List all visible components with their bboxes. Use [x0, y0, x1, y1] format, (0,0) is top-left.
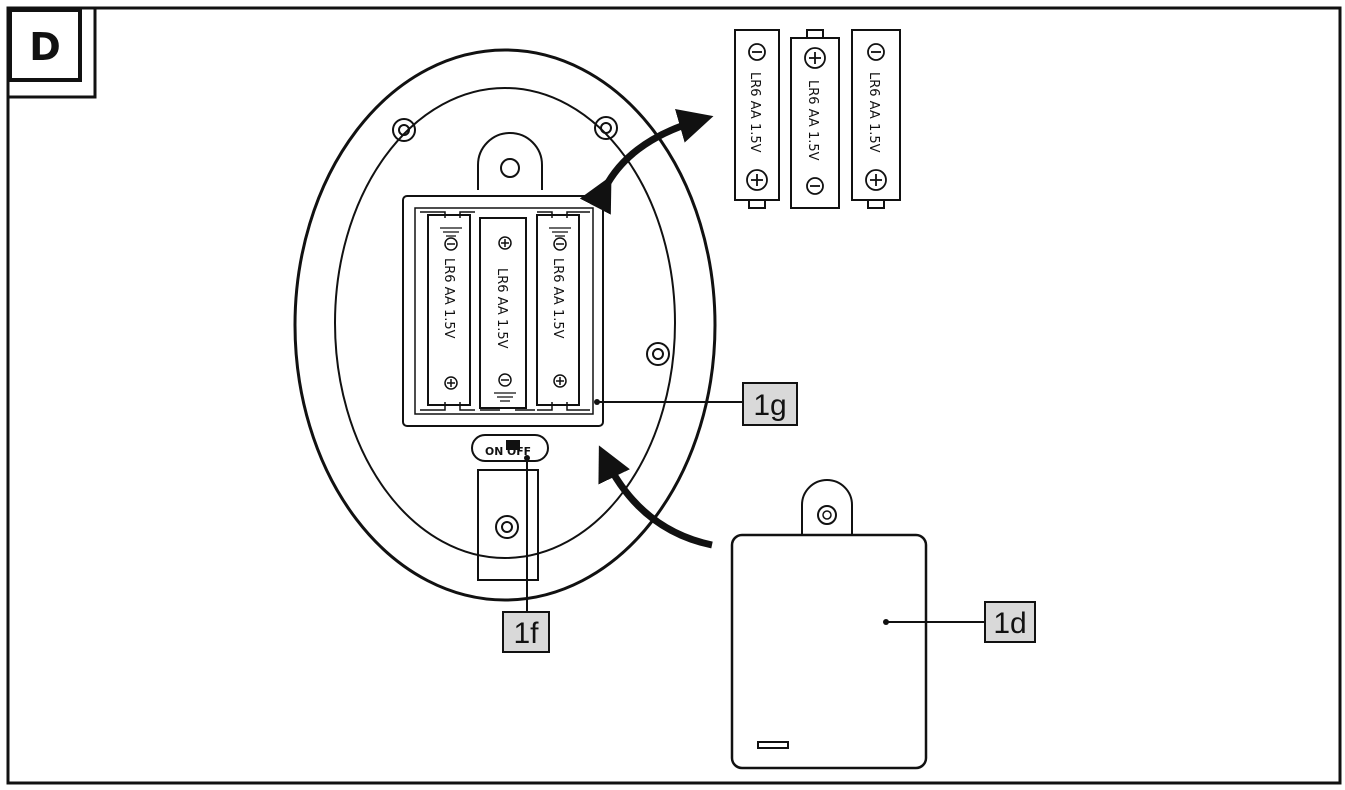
section-letter: D — [29, 25, 61, 69]
battery-type-label: LR6 AA 1.5V — [441, 258, 456, 339]
plus-terminal-icon — [553, 374, 567, 388]
installed-battery: LR6 AA 1.5V — [427, 214, 471, 406]
callout-1f: 1f — [502, 455, 550, 653]
installed-battery: LR6 AA 1.5V — [479, 217, 527, 409]
minus-terminal-icon — [748, 43, 766, 61]
switch-slider[interactable] — [506, 440, 520, 450]
battery-type-label: LR6 AA 1.5V — [494, 268, 509, 349]
callout-1d: 1d — [883, 601, 1036, 643]
plus-terminal-icon — [444, 376, 458, 390]
spring-contact — [440, 227, 571, 402]
loose-battery: LR6 AA 1.5V — [790, 29, 840, 209]
callout-label: 1d — [993, 607, 1026, 640]
hanging-tab — [477, 132, 543, 190]
plus-terminal-icon — [865, 169, 887, 191]
minus-terminal-icon — [806, 177, 824, 195]
loose-battery: LR6 AA 1.5V — [734, 29, 780, 209]
minus-terminal-icon — [553, 237, 567, 251]
figure-frame — [6, 6, 1342, 785]
battery-cover — [730, 479, 928, 770]
screw-icon — [495, 515, 519, 539]
minus-terminal-icon — [498, 373, 512, 387]
curved-arrow-icon — [598, 445, 713, 549]
plus-terminal-icon — [498, 236, 512, 250]
battery-type-label: LR6 AA 1.5V — [805, 80, 820, 161]
cover-slot — [757, 741, 789, 749]
loose-battery: LR6 AA 1.5V — [851, 29, 901, 209]
on-off-switch[interactable]: ON OFF — [471, 434, 549, 462]
callout-label: 1f — [513, 617, 539, 650]
battery-type-label: LR6 AA 1.5V — [550, 258, 565, 339]
battery-type-label: LR6 AA 1.5V — [747, 72, 762, 153]
callout-label: 1g — [753, 389, 786, 422]
plus-terminal-icon — [746, 169, 768, 191]
curved-arrow-icon — [579, 108, 714, 215]
battery-compartment: LR6 AA 1.5V LR6 AA 1.5V LR6 AA 1.5V — [402, 195, 604, 427]
plus-terminal-icon — [804, 47, 826, 69]
callout-1g: 1g — [594, 382, 798, 426]
contact-plate — [420, 211, 590, 411]
installed-battery: LR6 AA 1.5V — [536, 214, 580, 406]
minus-terminal-icon — [444, 237, 458, 251]
minus-terminal-icon — [867, 43, 885, 61]
battery-type-label: LR6 AA 1.5V — [866, 72, 881, 153]
screw-icon — [392, 118, 416, 142]
screw-icon — [646, 342, 670, 366]
section-badge — [8, 8, 82, 82]
